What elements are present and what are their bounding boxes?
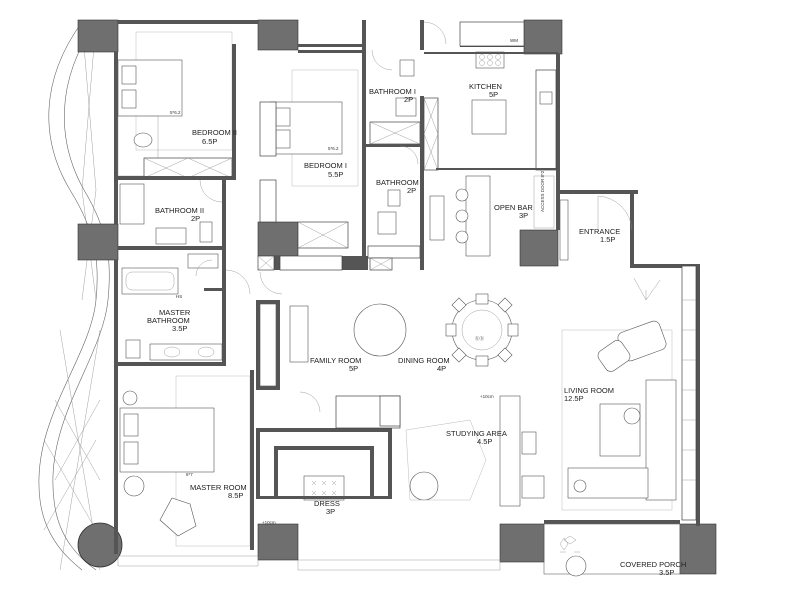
room-bathroom-2-name: BATHROOM II	[155, 206, 204, 215]
open-bar: ACCESS DOOR 8*2	[429, 170, 555, 257]
room-kitchen-size: 5P	[489, 90, 498, 99]
bar-counter	[465, 175, 491, 257]
room-porch-size: 3.5P	[659, 568, 674, 577]
bathtub	[121, 267, 179, 295]
bedroom-1-dim: 5*6.2	[328, 146, 339, 151]
room-porch-name: COVERED PORCH	[620, 560, 686, 569]
master-bathroom: HS	[118, 250, 226, 366]
doors	[195, 21, 447, 413]
room-open-bar-size: 3P	[519, 211, 528, 220]
room-bedroom-1-name: BEDROOM I	[304, 161, 347, 170]
room-bathroom-1-size: 2P	[404, 95, 413, 104]
dress-level: +10cm	[262, 520, 276, 525]
dress: +10cm	[256, 428, 392, 525]
toilet	[399, 59, 415, 77]
room-dress-name: DRESS	[314, 499, 340, 508]
svg-text:ⓑⓑ: ⓑⓑ	[475, 335, 484, 342]
room-master-bath-name2: BATHROOM	[147, 316, 190, 325]
sofa	[645, 379, 677, 501]
room-bathroom-name: BATHROOM	[376, 178, 419, 187]
room-family-size: 5P	[349, 364, 358, 373]
toilet	[387, 189, 401, 207]
room-master-bath-size: 3.5P	[172, 324, 187, 333]
room-dining-name: DINING ROOM	[398, 356, 450, 365]
kitchen-island	[471, 99, 507, 135]
room-family-name: FAMILY ROOM	[310, 356, 361, 365]
bathroom-2	[118, 180, 226, 250]
bathroom-middle	[367, 96, 424, 271]
entrance	[559, 195, 633, 261]
bedroom-2-dim: 5*6.2	[170, 110, 181, 115]
pillar	[519, 229, 559, 267]
bath-tag: HS	[176, 294, 182, 299]
room-studying-size: 4.5P	[477, 437, 492, 446]
side-table	[123, 475, 145, 497]
living-room	[561, 265, 697, 521]
room-bedroom-2-size: 6.5P	[202, 137, 217, 146]
toilet	[199, 221, 213, 243]
master-room: 6*7	[119, 370, 254, 550]
pillar	[499, 523, 545, 563]
room-living-name: LIVING ROOM	[564, 386, 614, 395]
covered-porch	[117, 523, 681, 577]
sink	[377, 211, 397, 235]
round-chair	[409, 471, 439, 501]
pillar	[77, 19, 119, 53]
room-dining-size: 4P	[437, 364, 446, 373]
room-bedroom-1-size: 5.5P	[328, 170, 343, 179]
room-dress-size: 3P	[326, 507, 335, 516]
pillar	[257, 19, 299, 51]
wardrobe	[143, 157, 233, 179]
bedroom-2: 5*6.2	[117, 31, 236, 180]
walls	[77, 19, 717, 575]
counter-top	[459, 21, 525, 47]
room-entrance-size: 1.5P	[600, 235, 615, 244]
room-kitchen-name: KITCHEN	[469, 82, 502, 91]
family-dining: ⓑⓑ	[256, 293, 519, 390]
room-open-bar-name: OPEN BAR	[494, 203, 533, 212]
room-master-bath-name: MASTER	[159, 308, 191, 317]
washing-machine-label: WM	[510, 38, 518, 43]
nightstand	[259, 101, 277, 157]
studying-area: +10cm	[335, 394, 545, 507]
family-round-rug	[353, 303, 407, 357]
room-studying-name: STUDYING AREA	[446, 429, 507, 438]
room-bathroom-size: 2P	[407, 186, 416, 195]
pillar	[523, 19, 563, 55]
pillar	[77, 223, 119, 261]
master-bed-dim: 6*7	[186, 472, 193, 477]
study-desk	[499, 395, 521, 507]
lounge-chair	[159, 497, 197, 537]
room-living-size: 12.5P	[564, 394, 584, 403]
pillar	[257, 523, 299, 561]
vanity	[149, 343, 223, 361]
pillar	[257, 221, 299, 257]
sink	[155, 227, 187, 245]
room-entrance-name: ENTRANCE	[579, 227, 620, 236]
room-labels: BEDROOM II 6.5P BEDROOM I 5.5P BATHROOM …	[147, 82, 686, 577]
room-bedroom-2-name: BEDROOM II	[192, 128, 237, 137]
tv-console	[289, 305, 309, 363]
bedroom-1: 5*6.2	[257, 50, 368, 271]
kitchen: WM	[423, 21, 558, 171]
round-column	[77, 522, 123, 568]
room-bathroom-2-size: 2P	[191, 214, 200, 223]
room-master-name: MASTER ROOM	[190, 483, 247, 492]
bathroom-1	[366, 59, 422, 147]
bar-note: ACCESS DOOR 8*2	[540, 170, 545, 212]
room-master-size: 8.5P	[228, 491, 243, 500]
curved-balcony	[38, 21, 110, 571]
room-bathroom-1-name: BATHROOM I	[369, 87, 416, 96]
studying-level: +10cm	[480, 394, 494, 399]
toilet	[125, 339, 141, 359]
